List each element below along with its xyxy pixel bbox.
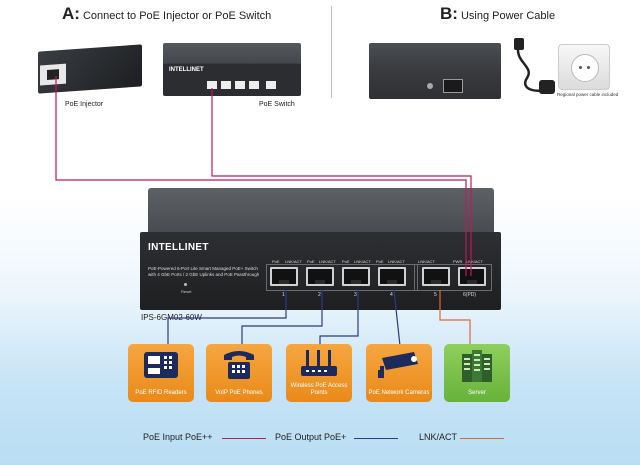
- poe-switch-label: PoE Switch: [259, 101, 295, 108]
- outlet-socket-icon: [571, 54, 599, 82]
- poe-output-line-4: [393, 289, 401, 347]
- port-number-2: 2: [318, 292, 321, 298]
- port-number-3: 3: [354, 292, 357, 298]
- port-header-7: PoE: [376, 259, 384, 264]
- section-divider: [331, 6, 332, 98]
- port-number-5: 5: [434, 292, 437, 298]
- section-a-title: A:Connect to PoE Injector or PoE Switch: [62, 4, 271, 24]
- port-6-pd[interactable]: [458, 267, 486, 286]
- port-header-9: LNK/ACT: [418, 259, 435, 264]
- tile-voip-phones: VoIP PoE Phones: [206, 344, 272, 402]
- legend-poe-output-swatch: [354, 438, 398, 439]
- reset-label: Reset: [181, 289, 192, 294]
- tile-access-points: Wireless PoE Access Points: [286, 344, 352, 402]
- section-b-text: Using Power Cable: [460, 10, 556, 22]
- wall-outlet: [558, 44, 610, 90]
- section-b-letter: B:: [440, 4, 458, 23]
- legend-poe-output: PoE Output PoE+: [275, 432, 347, 442]
- main-switch-desc-2: with 4 GbE Ports / 2 GbE Uplinks and PoE…: [148, 272, 260, 277]
- tile-label-cameras: PoE Network Cameras: [368, 390, 430, 396]
- poe-switch-port-5: [266, 81, 276, 89]
- server-icon: [462, 350, 492, 382]
- uplink-group-frame: [414, 264, 492, 291]
- port-header-4: LNK/ACT: [319, 259, 336, 264]
- port-number-4: 4: [390, 292, 393, 298]
- port-4[interactable]: [378, 267, 406, 286]
- reset-button[interactable]: [184, 283, 187, 286]
- port-number-6: 6(PD): [463, 292, 477, 298]
- tile-label-access-points: Wireless PoE Access Points: [290, 383, 348, 396]
- port-header-2: LNK/ACT: [285, 259, 302, 264]
- tile-rfid-readers: PoE RFID Readers: [128, 344, 194, 402]
- port-header-5: PoE: [342, 259, 350, 264]
- port-header-11: LNK/ACT: [466, 259, 483, 264]
- legend-poe-input: PoE Input PoE++: [143, 432, 213, 442]
- main-switch-brand: INTELLINET: [148, 242, 209, 253]
- poe-switch-port-2: [221, 81, 231, 89]
- tile-label-rfid: PoE RFID Readers: [135, 390, 187, 396]
- tile-label-server: Server: [468, 390, 486, 396]
- port-group-frame: [266, 264, 418, 291]
- port-1[interactable]: [270, 267, 298, 286]
- port-header-1: PoE: [272, 259, 280, 264]
- port-2[interactable]: [306, 267, 334, 286]
- main-switch-desc-1: PoE-Powered 6-Port Lite Smart Managed Po…: [148, 266, 258, 271]
- access-point-icon: [301, 350, 337, 376]
- port-header-6: LNK/ACT: [354, 259, 371, 264]
- outlet-note: Regional power cable included: [557, 92, 619, 97]
- poe-switch-port-3: [235, 81, 245, 89]
- main-switch-top-surface: [148, 188, 494, 240]
- poe-input-line-switch: [211, 88, 472, 276]
- ground-screw: [427, 83, 433, 89]
- legend-poe-input-swatch: [222, 438, 266, 439]
- poe-output-line-3: [319, 290, 359, 346]
- poe-switch-port-1: [207, 81, 217, 89]
- switch-back-panel: [369, 43, 501, 99]
- tile-network-cameras: PoE Network Cameras: [366, 344, 432, 402]
- lnk-line-5: [439, 290, 471, 346]
- section-b-title: B:Using Power Cable: [440, 4, 555, 24]
- legend-lnk: LNK/ACT: [419, 432, 458, 442]
- poe-input-line-injector: [55, 76, 467, 276]
- port-header-8: LNK/ACT: [388, 259, 405, 264]
- rfid-reader-icon: [144, 352, 178, 378]
- port-header-10: PWR: [453, 259, 463, 264]
- tile-label-voip: VoIP PoE Phones: [215, 390, 263, 396]
- legend-lnk-swatch: [460, 438, 504, 439]
- poe-output-line-2: [241, 290, 323, 346]
- poe-output-line-1: [167, 290, 287, 346]
- poe-switch-brand: INTELLINET: [169, 67, 204, 73]
- injector-label: PoE Injector: [65, 101, 104, 108]
- section-a-letter: A:: [62, 4, 80, 23]
- power-socket: [443, 79, 463, 93]
- poe-switch-port-4: [249, 81, 259, 89]
- phone-icon: [224, 351, 254, 379]
- camera-icon: [378, 352, 418, 378]
- main-switch-front: INTELLINET PoE-Powered 6-Port Lite Smart…: [140, 232, 501, 310]
- port-header-3: PoE: [307, 259, 315, 264]
- port-5[interactable]: [422, 267, 450, 286]
- power-cable-icon: [514, 38, 555, 94]
- section-a-text: Connect to PoE Injector or PoE Switch: [82, 10, 272, 22]
- tile-server: Server: [444, 344, 510, 402]
- port-3[interactable]: [342, 267, 370, 286]
- port-number-1: 1: [282, 292, 285, 298]
- poe-switch-top: INTELLINET: [163, 43, 301, 96]
